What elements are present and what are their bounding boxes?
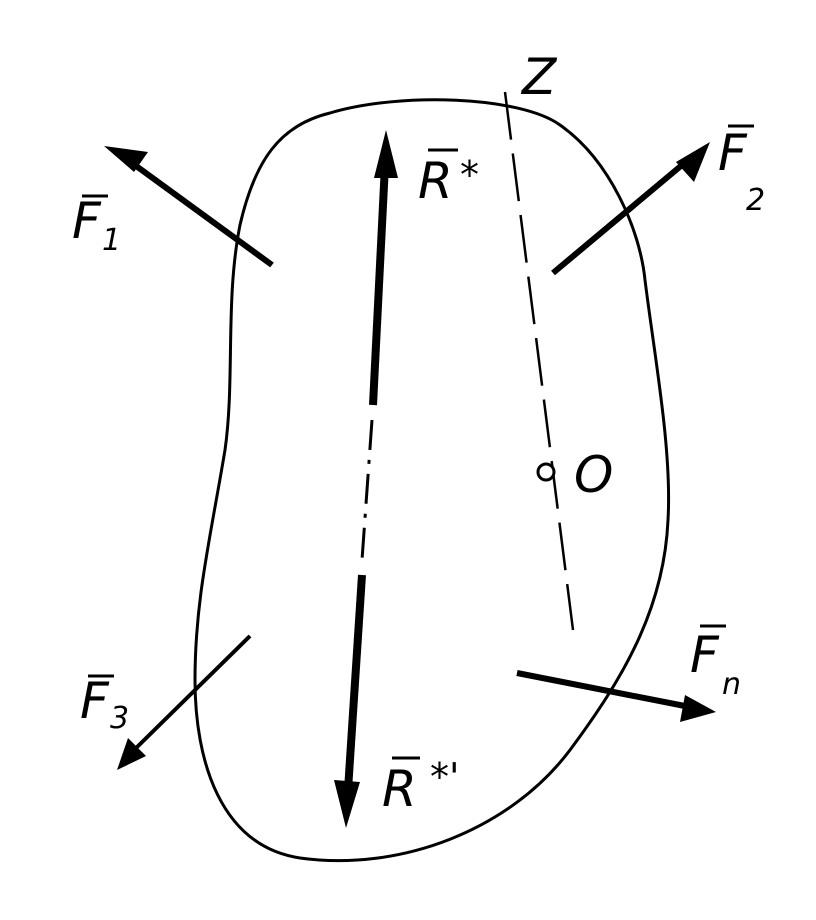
label-r-star-letter: R xyxy=(418,152,453,210)
r-star-prime-arrow-shaft xyxy=(344,574,366,791)
r-star-arrow-shaft xyxy=(369,164,389,406)
z-axis-line xyxy=(503,91,575,631)
r-axis-dashdot xyxy=(360,419,374,561)
f3-arrowhead xyxy=(117,738,146,770)
f1-arrowhead xyxy=(104,146,148,172)
label-r-star-prime-letter: R xyxy=(382,760,417,818)
label-fn: F n xyxy=(690,624,741,702)
r-star-arrowhead xyxy=(374,130,398,178)
rigid-body-outline xyxy=(193,98,671,863)
label-fn-letter: F xyxy=(690,626,720,684)
label-f3: F 3 xyxy=(80,672,129,736)
fn-arrowhead xyxy=(680,695,716,722)
f2-arrowhead xyxy=(676,142,710,182)
f3-arrow-shaft xyxy=(130,634,252,754)
label-r-star-prime-superscript: *' xyxy=(430,755,459,799)
f1-arrow-shaft xyxy=(126,157,274,268)
label-fn-subscript: n xyxy=(722,667,741,702)
point-o-marker xyxy=(536,462,556,482)
label-f3-subscript: 3 xyxy=(110,701,129,736)
label-f1-subscript: 1 xyxy=(102,223,121,258)
label-point-o: O xyxy=(574,446,613,504)
label-f3-letter: F xyxy=(80,672,110,730)
label-f2: F 2 xyxy=(718,124,765,218)
label-f2-letter: F xyxy=(718,124,748,182)
label-r-star-prime: R *' xyxy=(382,755,459,818)
fn-arrow-shaft xyxy=(516,670,691,710)
r-star-prime-arrowhead xyxy=(334,780,360,828)
label-f1: F 1 xyxy=(72,192,121,258)
label-r-star-superscript: * xyxy=(460,153,479,197)
label-z-axis: Z xyxy=(520,48,558,106)
label-r-star: R * xyxy=(418,148,479,210)
label-f1-letter: F xyxy=(72,192,102,250)
label-f2-subscript: 2 xyxy=(746,183,765,218)
f2-arrow-shaft xyxy=(551,157,690,276)
